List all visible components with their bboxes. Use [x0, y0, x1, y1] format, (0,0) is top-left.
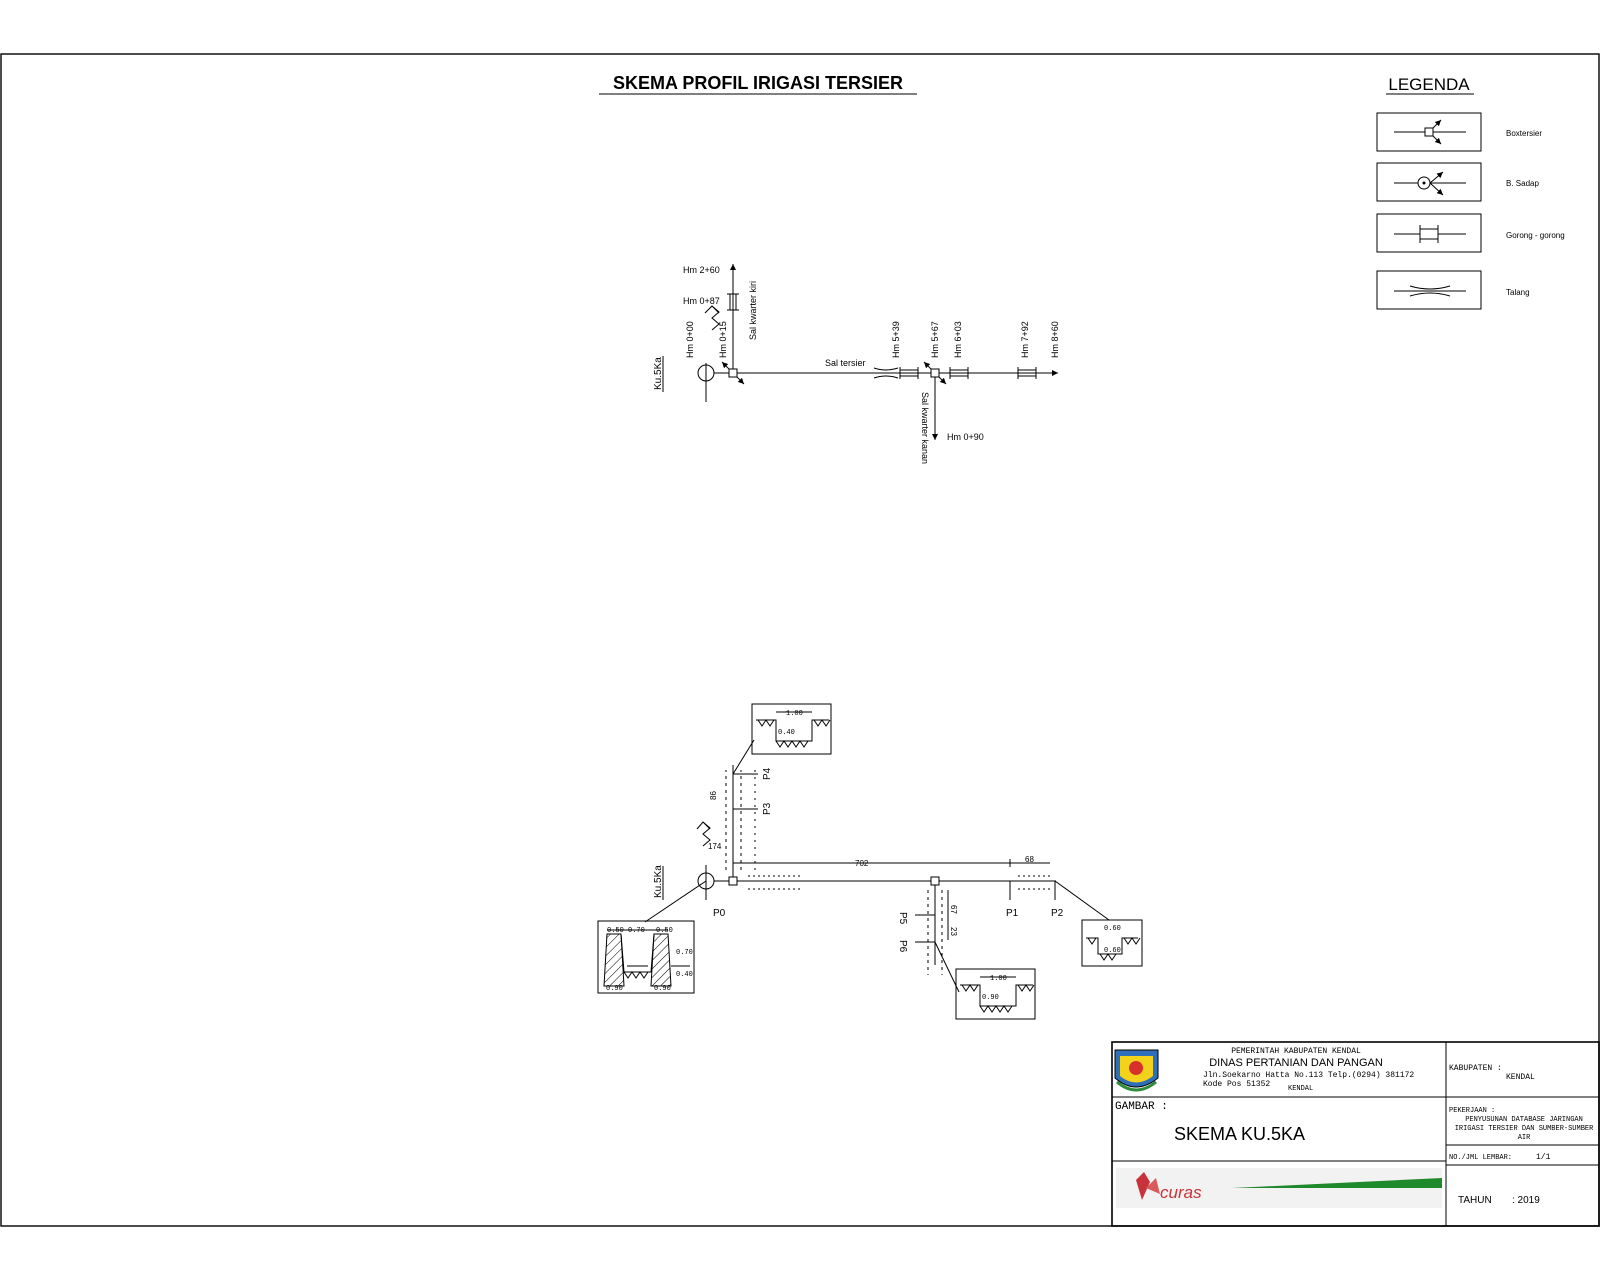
sheet-border: [0, 53, 1600, 1227]
title-block: PEMERINTAH KABUPATEN KENDAL DINAS PERTAN…: [1111, 1041, 1600, 1227]
kendal-emblem-logo: [1114, 1049, 1159, 1092]
tahun-value: : 2019: [1512, 1195, 1540, 1206]
distance-label: 23: [949, 927, 958, 936]
box-tersier-icon: [930, 876, 940, 886]
terjunan-icon: [696, 821, 711, 847]
irrigation-schema: Ku.5Ka Hm 2+60 Hm 0+87 Sal kwarter kiri …: [653, 264, 1060, 464]
legend-item-gorong-gorong: Gorong - gorong: [1376, 213, 1565, 253]
page-title: SKEMA PROFIL IRIGASI TERSIER: [613, 73, 903, 93]
point-label: P6: [897, 940, 908, 953]
terjunan-icon: [704, 305, 720, 331]
station-label: Hm 0+90: [947, 432, 984, 442]
gorong-gorong-icon: [949, 367, 969, 379]
cross-section-p4: 1.00 0.40: [751, 703, 832, 755]
dimension-label: 0.40: [676, 971, 693, 979]
distance-label: 67: [949, 905, 958, 914]
talang-icon: [873, 367, 899, 379]
kabupaten-label: KABUPATEN :: [1449, 1064, 1502, 1073]
dimension-label: 0.50: [656, 927, 673, 935]
point-label: P3: [762, 802, 773, 815]
gorong-gorong-icon: [727, 293, 739, 311]
point-label: P2: [1051, 908, 1064, 919]
legend-item-bangunan-sadap: B. Sadap: [1376, 162, 1539, 202]
schema-node-label: Ku.5Ka: [653, 357, 664, 390]
dimension-label: 0.60: [1104, 925, 1121, 933]
point-label: P4: [762, 767, 773, 780]
pekerjaan-line-3: AIR: [1518, 1134, 1531, 1142]
station-label: Hm 8+60: [1050, 321, 1060, 358]
tahun-label: TAHUN: [1458, 1195, 1492, 1206]
legend-label: Gorong - gorong: [1506, 231, 1565, 240]
station-label: Hm 5+39: [891, 321, 901, 358]
dimension-label: 1.00: [990, 975, 1007, 983]
dimension-label: 0.90: [982, 994, 999, 1002]
box-tersier-icon: [930, 368, 940, 378]
station-label: Hm 0+00: [685, 321, 695, 358]
consultant-logo-text: curas: [1160, 1183, 1202, 1202]
distance-label: 702: [855, 859, 869, 868]
station-label: Hm 5+67: [930, 321, 940, 358]
box-tersier-icon: [1394, 119, 1466, 145]
legend-label: Talang: [1506, 288, 1530, 297]
dimension-label: 0.70: [676, 949, 693, 957]
cross-section-p0: 0.50 0.70 0.50 0.70 0.40 0.90 0.90: [597, 920, 695, 994]
dimension-label: 1.00: [786, 710, 803, 718]
dimension-label: 0.70: [628, 927, 645, 935]
box-tersier-icon: [728, 876, 738, 886]
point-label: P0: [713, 908, 726, 919]
cross-section-p2: 0.60 0.60: [1081, 919, 1143, 967]
gorong-gorong-icon: [899, 367, 919, 379]
lembar-value: 1/1: [1536, 1153, 1551, 1162]
channel-label-tertiary: Sal tersier: [825, 358, 866, 368]
cross-section-p6: 1.00 0.90: [955, 968, 1036, 1020]
station-label: Hm 7+92: [1020, 321, 1030, 358]
gorong-gorong-icon: [1394, 225, 1466, 243]
legend-title: LEGENDA: [1388, 75, 1470, 94]
agency-line-2: DINAS PERTANIAN DAN PANGAN: [1209, 1057, 1383, 1069]
profile-scheme: Ku.5Ka 174 86 P3 P4 702 68 P0 P1 P2: [597, 703, 1143, 1020]
station-label: Hm 2+60: [683, 265, 720, 275]
dimension-label: 0.90: [606, 985, 623, 993]
dimension-label: 0.90: [654, 985, 671, 993]
station-label: Hm 6+03: [953, 321, 963, 358]
kabupaten-value: KENDAL: [1506, 1073, 1535, 1082]
legend-item-talang: Talang: [1376, 270, 1530, 310]
station-label: Hm 0+87: [683, 296, 720, 306]
gorong-gorong-icon: [1017, 367, 1037, 379]
point-label: P1: [1006, 908, 1019, 919]
gambar-value: SKEMA KU.5KA: [1174, 1124, 1305, 1144]
gambar-label: GAMBAR :: [1115, 1101, 1168, 1113]
pekerjaan-label: PEKERJAAN :: [1449, 1107, 1495, 1115]
distance-label: 86: [709, 791, 718, 800]
agency-postcode: Kode Pos 51352: [1203, 1080, 1270, 1089]
distance-label: 174: [708, 842, 722, 851]
legend-label: Boxtersier: [1506, 129, 1542, 138]
channel-label-right-quarter: Sal kwarter kanan: [920, 392, 930, 464]
agency-address: Jln.Soekarno Hatta No.113 Telp.(0294) 38…: [1203, 1071, 1414, 1080]
talang-icon: [1394, 285, 1466, 297]
legend-label: B. Sadap: [1506, 179, 1539, 188]
agency-line-1: PEMERINTAH KABUPATEN KENDAL: [1231, 1047, 1361, 1056]
pekerjaan-line-1: PENYUSUNAN DATABASE JARINGAN: [1465, 1116, 1583, 1124]
agency-city: KENDAL: [1288, 1085, 1313, 1093]
dimension-label: 0.60: [1104, 947, 1121, 955]
lembar-label: NO./JML LEMBAR:: [1449, 1154, 1512, 1162]
distance-label: 68: [1025, 855, 1034, 864]
dimension-label: 0.50: [607, 927, 624, 935]
bangunan-sadap-icon: [1394, 171, 1466, 196]
consultant-logo: curas: [1116, 1168, 1442, 1208]
profile-node-label: Ku.5Ka: [653, 865, 664, 898]
point-label: P5: [897, 912, 908, 925]
pekerjaan-line-2: IRIGASI TERSIER DAN SUMBER-SUMBER: [1455, 1125, 1594, 1133]
channel-label-left-quarter: Sal kwarter kiri: [748, 281, 758, 340]
dimension-label: 0.40: [778, 729, 795, 737]
box-tersier-icon: [728, 368, 738, 378]
station-label: Hm 0+15: [718, 321, 728, 358]
legend-item-box-tersier: Boxtersier: [1376, 112, 1542, 152]
